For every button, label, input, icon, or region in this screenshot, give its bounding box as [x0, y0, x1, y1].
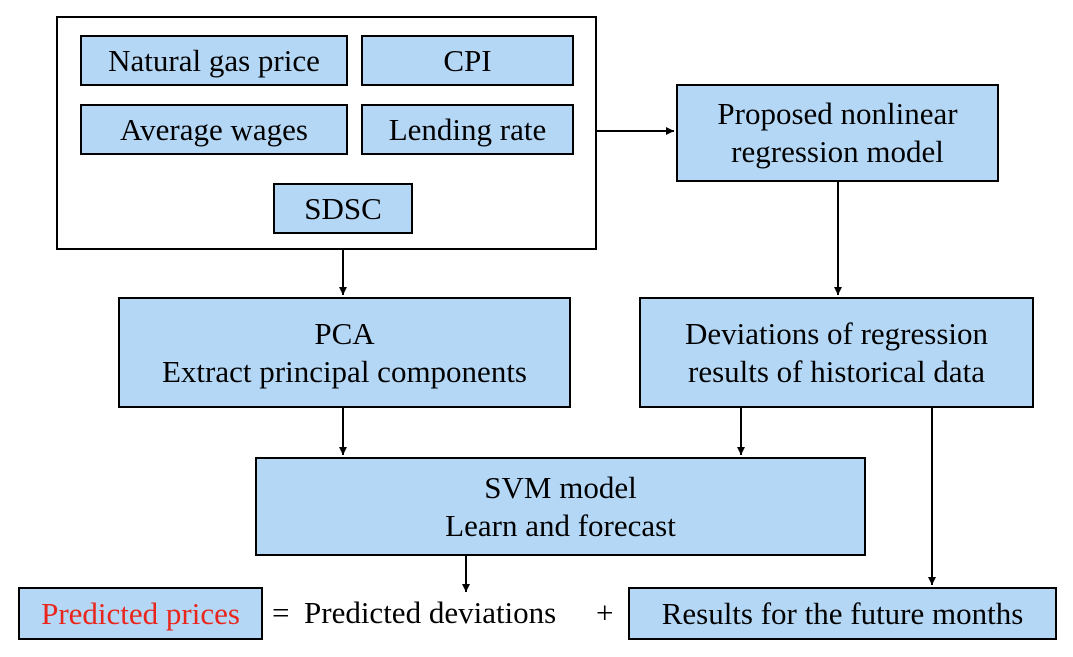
regression-model-line2: regression model: [731, 134, 944, 169]
predicted-prices-box: Predicted prices: [18, 587, 263, 640]
svm-line1: SVM model: [484, 469, 637, 505]
sdsc-box: SDSC: [273, 183, 413, 234]
lending-rate-box: Lending rate: [361, 104, 574, 155]
lending-rate-label: Lending rate: [388, 111, 547, 147]
regression-model-line1: Proposed nonlinear: [717, 96, 958, 131]
average-wages-box: Average wages: [80, 104, 348, 155]
regression-model-box: Proposed nonlinear regression model: [676, 84, 999, 182]
future-results-label: Results for the future months: [661, 595, 1024, 631]
svm-line2: Learn and forecast: [445, 507, 676, 543]
cpi-box: CPI: [361, 35, 574, 86]
deviations-line1: Deviations of regression: [684, 315, 989, 351]
plus-sign: +: [596, 595, 614, 630]
natural-gas-price-label: Natural gas price: [108, 42, 320, 78]
future-results-box: Results for the future months: [628, 587, 1057, 640]
equals-sign: =: [272, 595, 290, 630]
average-wages-label: Average wages: [120, 111, 308, 147]
predicted-prices-label: Predicted prices: [41, 595, 240, 631]
predicted-deviations-text: Predicted deviations: [304, 595, 557, 630]
deviations-line2: results of historical data: [688, 353, 985, 389]
svm-box: SVM model Learn and forecast: [255, 457, 866, 556]
sdsc-label: SDSC: [304, 190, 382, 226]
deviations-box: Deviations of regression results of hist…: [639, 297, 1034, 408]
natural-gas-price-box: Natural gas price: [80, 35, 348, 86]
pca-line2: Extract principal components: [162, 353, 527, 389]
pca-line1: PCA: [314, 315, 375, 351]
cpi-label: CPI: [443, 42, 492, 78]
pca-box: PCA Extract principal components: [118, 297, 571, 408]
